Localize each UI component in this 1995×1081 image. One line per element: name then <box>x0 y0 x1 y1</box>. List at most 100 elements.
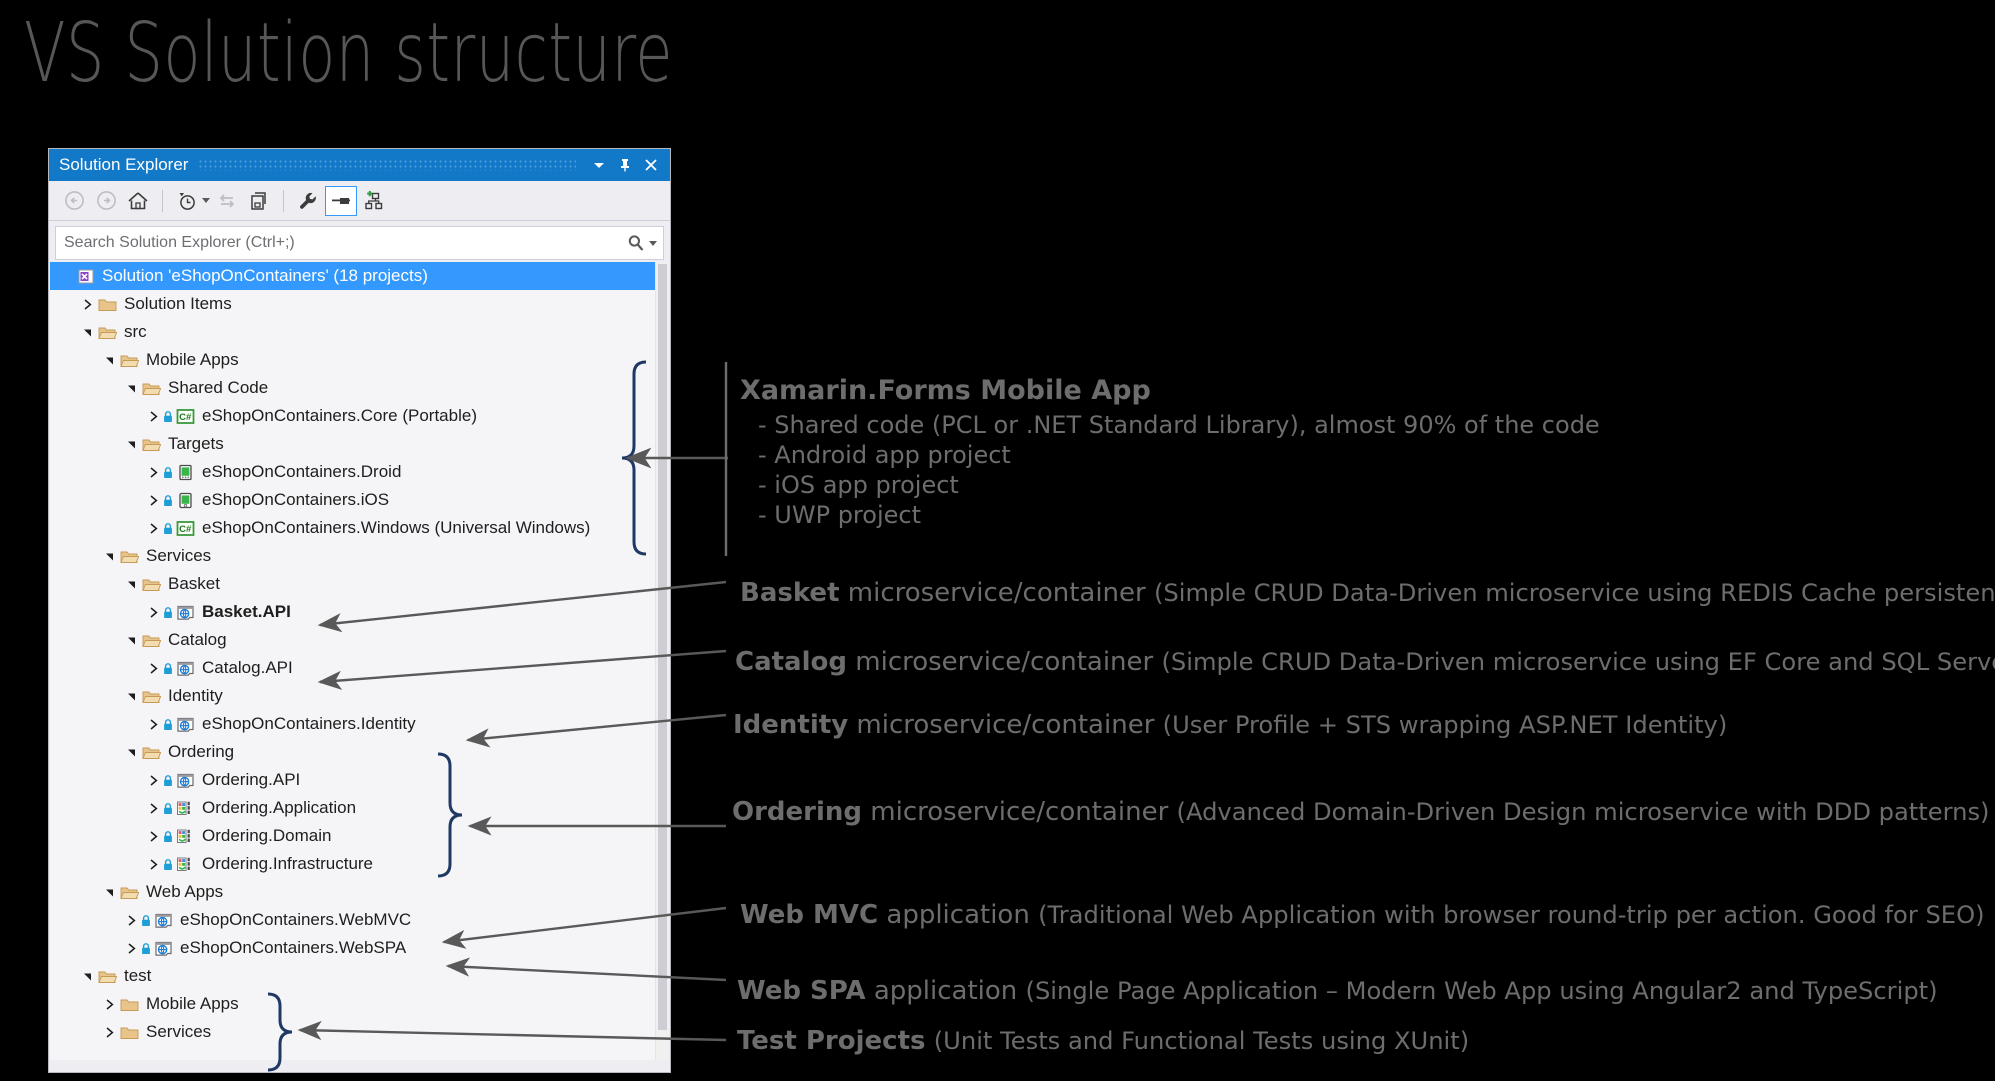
tree-item-label: Services <box>146 1022 212 1041</box>
collapse-all-icon[interactable] <box>325 185 357 216</box>
chevron-down-icon[interactable] <box>586 152 612 178</box>
tree-item-src[interactable]: src <box>50 318 655 346</box>
tree-item-targets[interactable]: Targets <box>50 430 655 458</box>
tree-item-label: eShopOnContainers.Windows (Universal Win… <box>202 518 591 537</box>
tree-item-eshoponcontainers-webspa[interactable]: eShopOnContainers.WebSPA <box>50 934 655 962</box>
tree-item-solution-eshoponcontainers-18-projects[interactable]: Solution 'eShopOnContainers' (18 project… <box>50 262 655 290</box>
lock-icon-wrap <box>162 718 173 731</box>
collapse-arrow-icon[interactable] <box>78 970 96 983</box>
expand-arrow-icon[interactable] <box>144 522 162 535</box>
scrollbar-thumb[interactable] <box>658 264 667 1031</box>
expand-arrow-icon[interactable] <box>100 1026 118 1039</box>
annotation-tests: Test Projects (Unit Tests and Functional… <box>737 1026 1469 1056</box>
show-all-files-icon[interactable] <box>244 186 274 216</box>
tree-item-ordering-domain[interactable]: Ordering.Domain <box>50 822 655 850</box>
collapse-arrow-icon[interactable] <box>122 746 140 759</box>
tree-item-basket[interactable]: Basket <box>50 570 655 598</box>
expand-arrow-icon[interactable] <box>122 914 140 927</box>
preview-selected-items-icon[interactable] <box>359 186 389 216</box>
tree-item-catalog[interactable]: Catalog <box>50 626 655 654</box>
tree-item-eshoponcontainers-core-portable[interactable]: C#eShopOnContainers.Core (Portable) <box>50 402 655 430</box>
titlebar-drag-dots[interactable] <box>198 159 576 171</box>
pin-icon[interactable] <box>612 152 638 178</box>
annotation-bold-webspa: Web SPA <box>737 976 866 1006</box>
expand-arrow-icon[interactable] <box>144 774 162 787</box>
tree-item-shared-code[interactable]: Shared Code <box>50 374 655 402</box>
tree-item-web-apps[interactable]: Web Apps <box>50 878 655 906</box>
tree-item-services[interactable]: Services <box>50 1018 655 1046</box>
annotation-mid-webmvc: application <box>878 900 1039 930</box>
tree-item-services[interactable]: Services <box>50 542 655 570</box>
back-icon[interactable] <box>59 186 89 216</box>
collapse-arrow-icon[interactable] <box>100 550 118 563</box>
tree-item-ordering-infrastructure[interactable]: Ordering.Infrastructure <box>50 850 655 878</box>
web-project-icon-wrap <box>174 604 196 621</box>
search-input[interactable]: Search Solution Explorer (Ctrl+;) <box>64 234 295 251</box>
tree-item-identity[interactable]: Identity <box>50 682 655 710</box>
expand-arrow-icon[interactable] <box>144 802 162 815</box>
collapse-arrow-icon[interactable] <box>122 634 140 647</box>
collapse-arrow-icon[interactable] <box>122 690 140 703</box>
expand-arrow-icon[interactable] <box>144 606 162 619</box>
tree-item-label: eShopOnContainers.Identity <box>202 714 416 733</box>
tree-item-ordering-application[interactable]: Ordering.Application <box>50 794 655 822</box>
expand-arrow-icon[interactable] <box>78 298 96 311</box>
tree-item-basket-api[interactable]: Basket.API <box>50 598 655 626</box>
close-icon[interactable] <box>638 152 664 178</box>
folder-open-icon <box>119 887 139 899</box>
tree-item-test[interactable]: test <box>50 962 655 990</box>
tree-item-mobile-apps[interactable]: Mobile Apps <box>50 346 655 374</box>
tree-item-solution-items[interactable]: Solution Items <box>50 290 655 318</box>
bullet-item: - Android app project <box>758 441 1011 469</box>
tree-item-eshoponcontainers-ios[interactable]: eShopOnContainers.iOS <box>50 486 655 514</box>
svg-text:C#: C# <box>179 524 192 535</box>
home-icon[interactable] <box>123 186 153 216</box>
solution-explorer-titlebar: Solution Explorer <box>49 149 670 181</box>
search-options-dropdown-icon[interactable] <box>649 240 657 246</box>
tree-item-eshoponcontainers-droid[interactable]: eShopOnContainers.Droid <box>50 458 655 486</box>
search-solution-explorer[interactable]: Search Solution Explorer (Ctrl+;) <box>55 226 664 260</box>
tree-item-label: Basket.API <box>202 602 291 621</box>
forward-icon[interactable] <box>91 186 121 216</box>
tree-item-mobile-apps[interactable]: Mobile Apps <box>50 990 655 1018</box>
sync-with-active-document-icon[interactable] <box>212 186 242 216</box>
collapse-arrow-icon[interactable] <box>122 438 140 451</box>
toolbar-separator-2 <box>283 189 284 212</box>
expand-arrow-icon[interactable] <box>100 998 118 1011</box>
search-icon-group[interactable] <box>626 233 657 253</box>
expand-arrow-icon[interactable] <box>144 466 162 479</box>
annotation-paren-catalog: (Simple CRUD Data-Driven microservice us… <box>1161 648 1995 676</box>
bullet-item: - UWP project <box>758 501 921 529</box>
expand-arrow-icon[interactable] <box>122 942 140 955</box>
expand-arrow-icon[interactable] <box>144 718 162 731</box>
solution-tree[interactable]: Solution 'eShopOnContainers' (18 project… <box>50 262 655 1060</box>
tree-item-catalog-api[interactable]: Catalog.API <box>50 654 655 682</box>
annotation-bold-tests: Test Projects <box>737 1026 926 1056</box>
collapse-arrow-icon[interactable] <box>122 382 140 395</box>
tree-item-eshoponcontainers-windows-universal-windows[interactable]: C# eShopOnContainers.Windows (Universal W… <box>50 514 655 542</box>
annotation-bold-ordering: Ordering <box>732 797 863 827</box>
collapse-arrow-icon[interactable] <box>100 886 118 899</box>
tree-item-label: eShopOnContainers.Droid <box>202 462 402 481</box>
annotation-bold-identity: Identity <box>733 710 849 740</box>
tree-item-ordering[interactable]: Ordering <box>50 738 655 766</box>
tree-item-eshoponcontainers-webmvc[interactable]: eShopOnContainers.WebMVC <box>50 906 655 934</box>
collapse-arrow-icon[interactable] <box>78 326 96 339</box>
collapse-arrow-icon[interactable] <box>122 578 140 591</box>
pending-changes-dropdown-icon[interactable] <box>202 198 210 203</box>
expand-arrow-icon[interactable] <box>144 410 162 423</box>
tree-vertical-scrollbar[interactable] <box>655 262 669 1060</box>
web-project-icon <box>176 661 194 676</box>
expand-arrow-icon[interactable] <box>144 830 162 843</box>
pending-changes-icon[interactable] <box>172 186 202 216</box>
tree-item-ordering-api[interactable]: Ordering.API <box>50 766 655 794</box>
tree-item-eshoponcontainers-identity[interactable]: eShopOnContainers.Identity <box>50 710 655 738</box>
folder-closed-icon-wrap <box>118 1024 140 1041</box>
properties-wrench-icon[interactable] <box>293 186 323 216</box>
tree-item-label: eShopOnContainers.WebSPA <box>180 938 407 957</box>
folder-open-icon-wrap <box>140 576 162 593</box>
expand-arrow-icon[interactable] <box>144 858 162 871</box>
expand-arrow-icon[interactable] <box>144 494 162 507</box>
collapse-arrow-icon[interactable] <box>100 354 118 367</box>
expand-arrow-icon[interactable] <box>144 662 162 675</box>
